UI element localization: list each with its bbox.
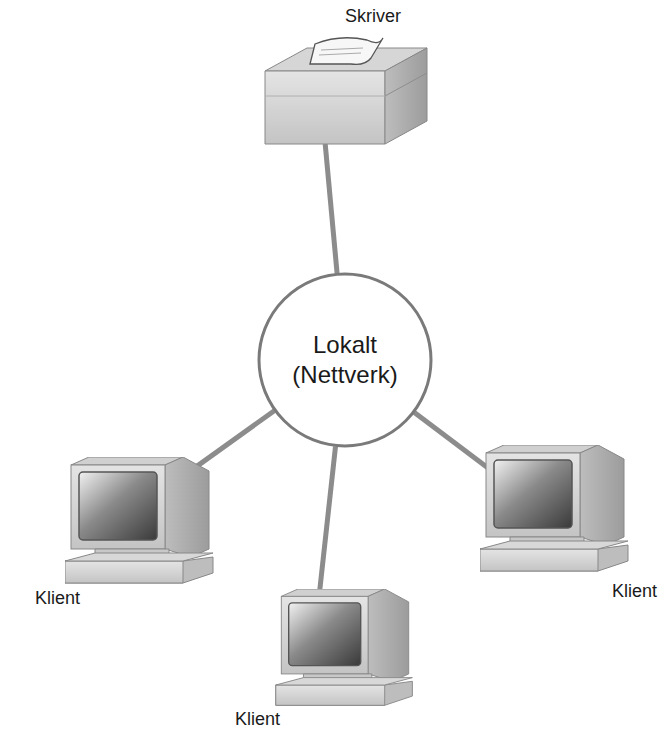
client-node: Klient xyxy=(475,440,670,605)
network-link xyxy=(188,411,274,473)
computer-drawing xyxy=(65,457,215,587)
client-label: Klient xyxy=(235,709,280,731)
printer-node: Skriver xyxy=(250,4,440,154)
printer-drawing xyxy=(255,36,435,151)
computer-drawing xyxy=(480,445,630,575)
computer-icon xyxy=(480,445,630,575)
network-circle: Lokalt (Nettverk) xyxy=(257,272,433,448)
client-label: Klient xyxy=(35,588,80,610)
computer-icon xyxy=(65,457,215,587)
client-node: Klient xyxy=(30,452,215,612)
client-label: Klient xyxy=(612,581,657,603)
network-link xyxy=(320,447,336,593)
network-label: Lokalt (Nettverk) xyxy=(280,330,410,390)
printer-label: Skriver xyxy=(345,6,401,28)
client-node: Klient xyxy=(230,585,420,735)
network-link xyxy=(414,412,492,471)
computer-icon xyxy=(270,589,420,709)
computer-drawing xyxy=(270,589,420,709)
circle-outline xyxy=(257,272,433,448)
printer-icon xyxy=(255,36,435,151)
network-link xyxy=(325,144,337,273)
